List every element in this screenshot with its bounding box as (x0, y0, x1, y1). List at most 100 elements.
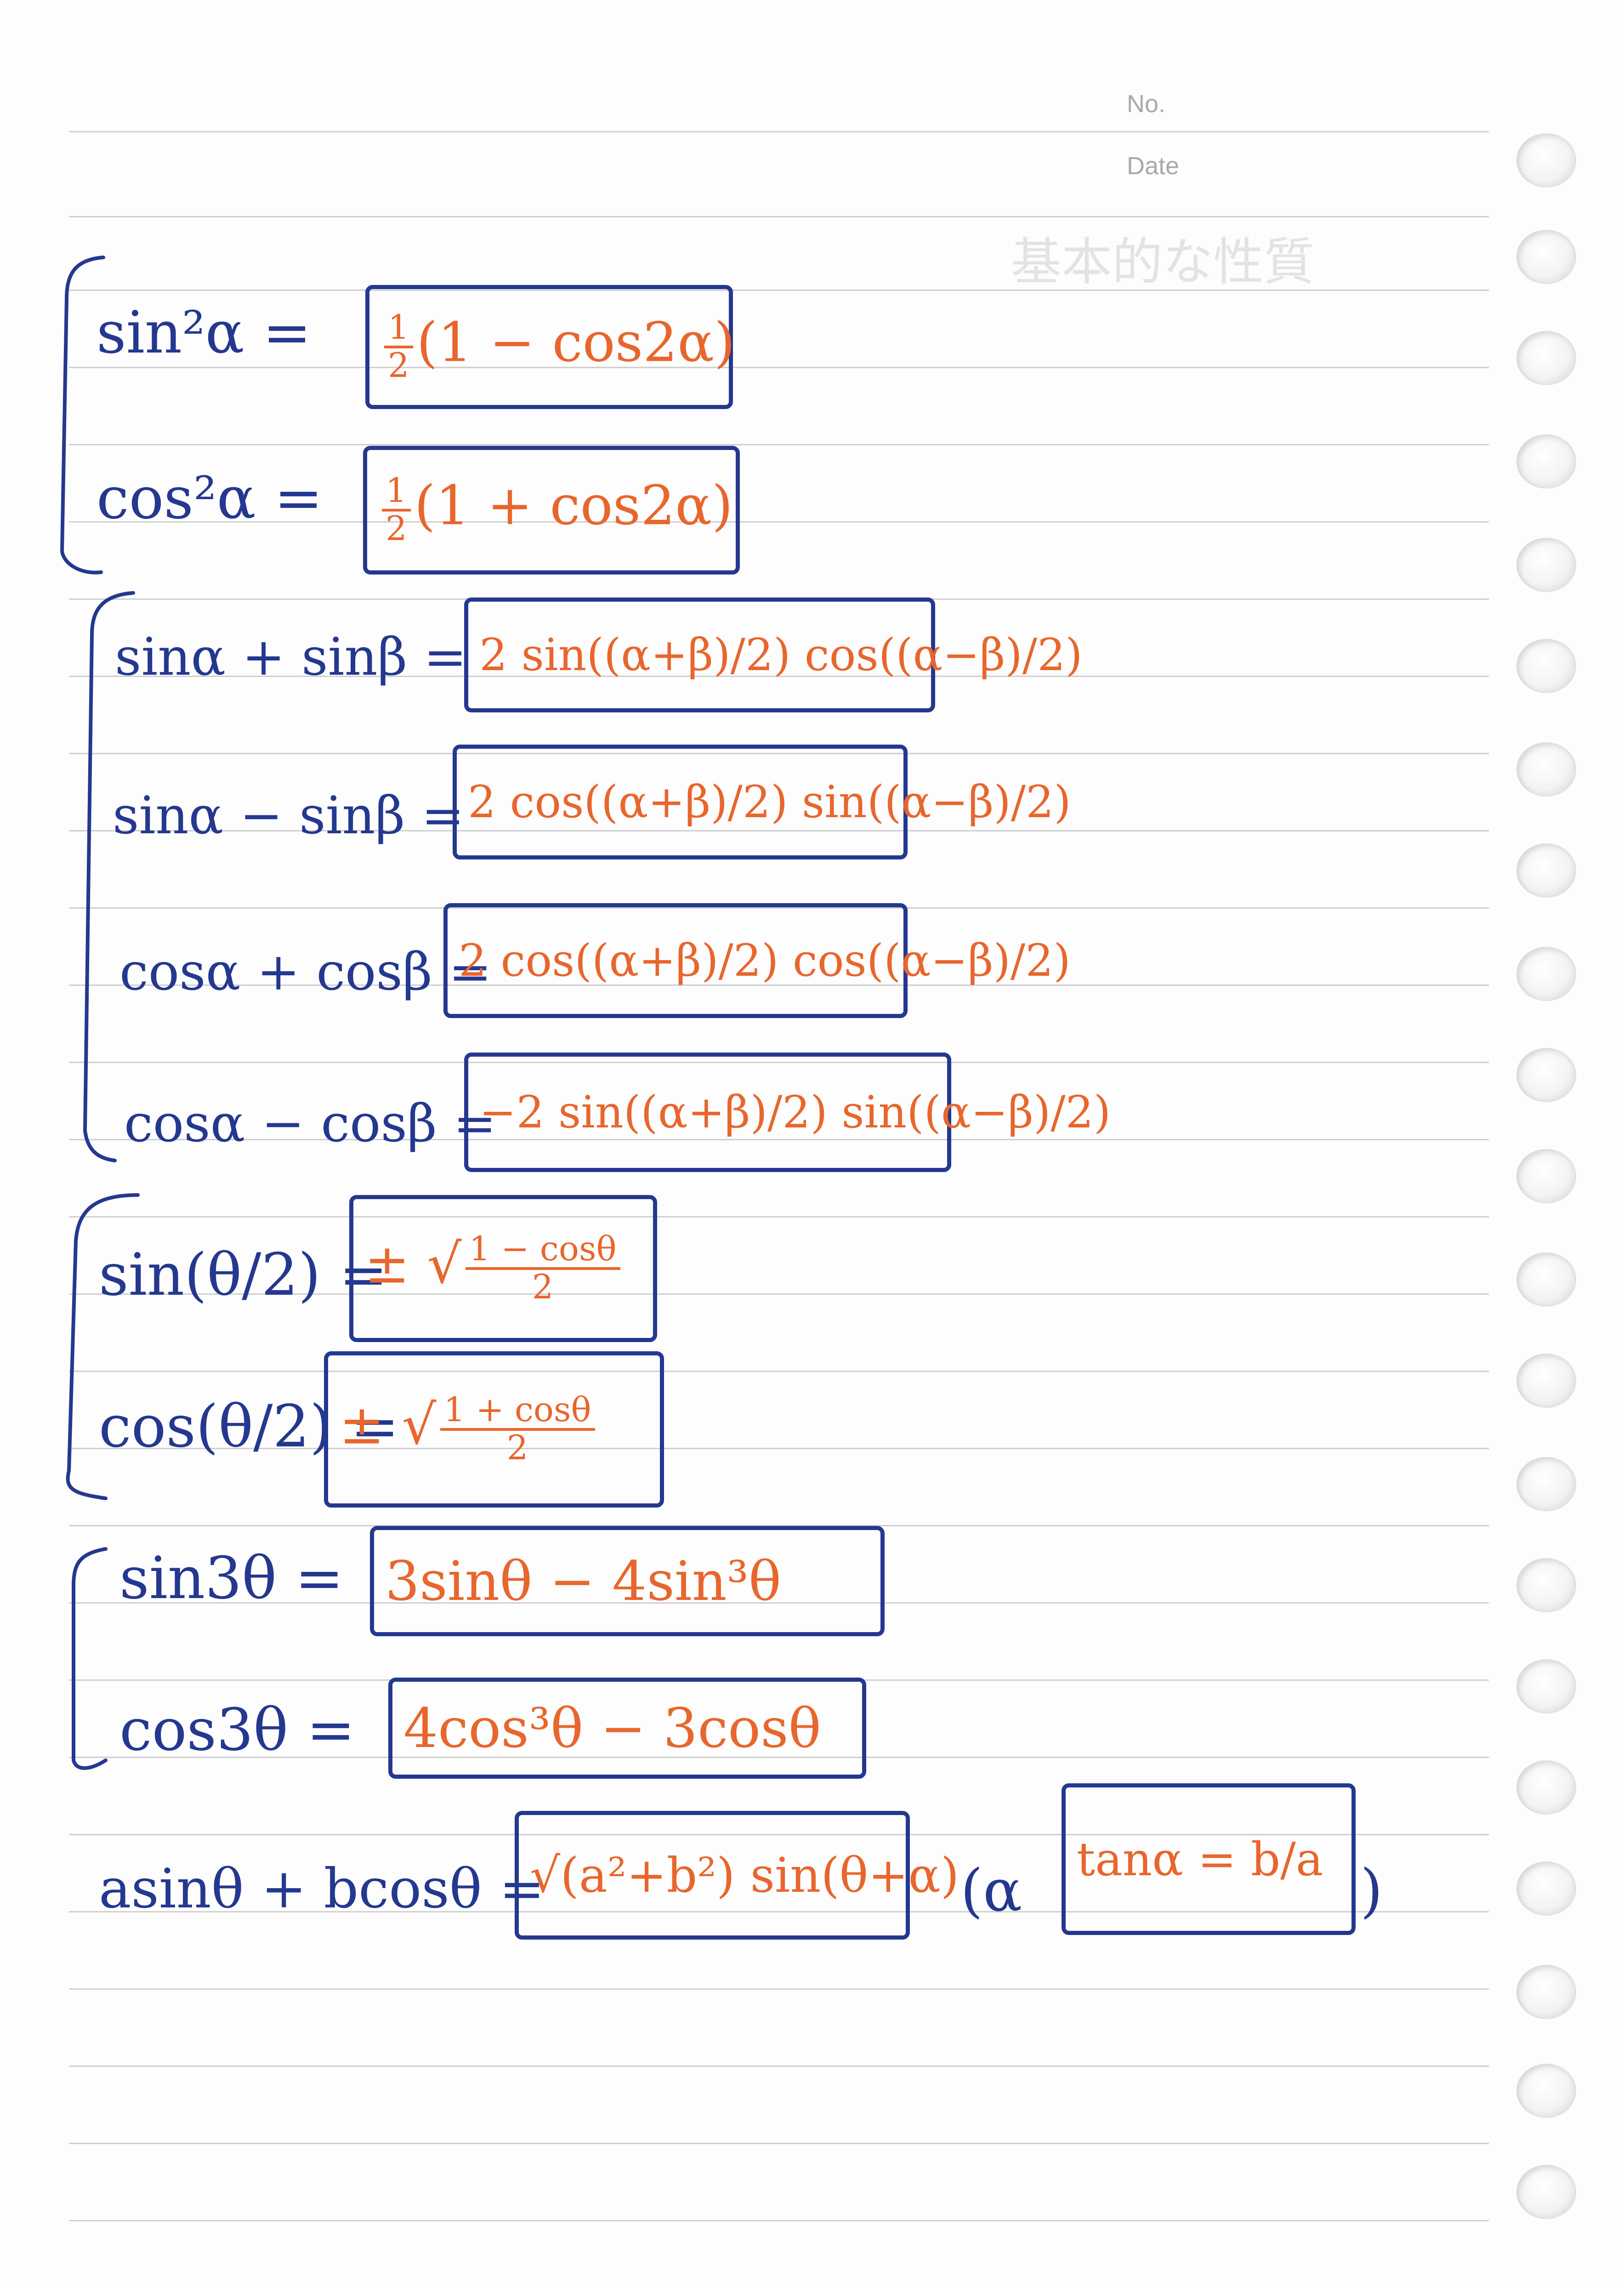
binder-hole (1516, 639, 1576, 693)
ruled-line (69, 1911, 1489, 1912)
formula-lhs-sin-diff: sinα − sinβ = (113, 786, 465, 846)
formula-rhs-sin-sum: 2 sin((α+β)/2) cos((α−β)/2) (479, 629, 1083, 681)
ruled-line (69, 1371, 1489, 1372)
formula-rhs-cos-diff: −2 sin((α+β)/2) sin((α−β)/2) (479, 1087, 1111, 1138)
ruled-line (69, 521, 1489, 523)
ruled-line (69, 444, 1489, 445)
formula-rhs-sin-squared: (1 − cos2α) (416, 310, 736, 374)
formula-box-synthesis: √(a²+b²) sin(θ+α) (515, 1811, 959, 1940)
bracket-group-2 (83, 591, 135, 1162)
ruled-line (69, 1988, 1489, 1990)
bracket-group-3 (66, 1193, 140, 1500)
ruled-line (69, 1293, 1489, 1295)
ruled-line (69, 290, 1489, 291)
ruled-line (69, 1757, 1489, 1758)
coef-den: 2 (386, 509, 407, 548)
ruled-line (69, 985, 1489, 986)
binder-hole (1516, 843, 1576, 898)
binder-hole (1516, 1558, 1576, 1612)
binder-hole (1516, 331, 1576, 385)
binder-hole (1516, 434, 1576, 489)
binder-hole (1516, 947, 1576, 1001)
ruled-line (69, 1525, 1489, 1526)
formula-lhs-cos-sum: cosα + cosβ = (119, 942, 492, 1002)
formula-rhs-synthesis: √(a²+b²) sin(θ+α) (530, 1847, 960, 1903)
formula-box-sin-diff: 2 cos((α+β)/2) sin((α−β)/2) (453, 745, 1071, 859)
formula-box-cos-diff: −2 sin((α+β)/2) sin((α−β)/2) (464, 1053, 1111, 1172)
formula-lhs-synthesis: asinθ + bcosθ = (99, 1857, 545, 1920)
formula-lhs-sin-sum: sinα + sinβ = (115, 627, 467, 687)
ruled-line (69, 1216, 1489, 1218)
bracket-group-4 (72, 1547, 108, 1770)
formula-lhs-sin-triple: sin3θ = (119, 1544, 344, 1612)
coef-num: 1 (382, 473, 411, 512)
coef-den: 2 (388, 346, 409, 385)
formula-lhs-cos-diff: cosα − cosβ = (124, 1094, 497, 1154)
ruled-line (69, 1602, 1489, 1604)
ruled-line (69, 216, 1489, 217)
formula-lhs-sin-half: sin(θ/2) = (99, 1241, 388, 1309)
formula-rhs-cos-triple: 4cos³θ − 3cosθ (403, 1696, 821, 1760)
formula-lhs-sin-squared: sin²α = (97, 299, 312, 366)
formula-box-cos-sum: 2 cos((α+β)/2) cos((α−β)/2) (443, 903, 1071, 1018)
formula-box-tan-condition: tanα = b/a (1062, 1783, 1356, 1935)
coef-num: 1 (384, 310, 413, 348)
binder-hole (1516, 1965, 1576, 2019)
binder-hole (1516, 2064, 1576, 2118)
radicand-den: 2 (532, 1268, 554, 1307)
radicand-num: 1 − cosθ (465, 1231, 620, 1270)
binder-hole (1516, 742, 1576, 797)
binder-hole (1516, 133, 1576, 188)
formula-lhs-cos-squared: cos²α = (97, 464, 323, 532)
binder-hole (1516, 1861, 1576, 1916)
ruled-line (69, 1139, 1489, 1140)
formula-rhs-cos-squared: (1 + cos2α) (414, 473, 733, 537)
date-label: Date (1127, 152, 1180, 180)
radicand-den: 2 (506, 1428, 528, 1468)
plus-minus-sign: ± (339, 1393, 385, 1457)
condition-close-paren: ) (1360, 1857, 1383, 1924)
formula-box-cos-triple: 4cos³θ − 3cosθ (388, 1678, 866, 1779)
formula-rhs-cos-sum: 2 cos((α+β)/2) cos((α−β)/2) (459, 935, 1071, 986)
binder-hole (1516, 1149, 1576, 1203)
ruled-line (69, 676, 1489, 677)
ruled-line (69, 2220, 1489, 2221)
formula-box-sin-triple: 3sinθ − 4sin³θ (370, 1526, 885, 1636)
ruled-line (69, 367, 1489, 368)
binder-hole (1516, 230, 1576, 284)
formula-box-sin-sum: 2 sin((α+β)/2) cos((α−β)/2) (464, 598, 1083, 712)
formula-rhs-sin-triple: 3sinθ − 4sin³θ (385, 1549, 782, 1613)
ruled-line (69, 1834, 1489, 1835)
formula-lhs-cos-triple: cos3θ = (119, 1696, 355, 1764)
binder-hole (1516, 1760, 1576, 1815)
ruled-line (69, 2066, 1489, 2067)
binder-hole (1516, 1457, 1576, 1511)
formula-rhs-tan-condition: tanα = b/a (1077, 1832, 1323, 1886)
binder-hole (1516, 1354, 1576, 1408)
number-label: No. (1127, 90, 1166, 118)
binder-hole (1516, 1252, 1576, 1307)
ruled-line (69, 1448, 1489, 1449)
binder-hole (1516, 2165, 1576, 2219)
binder-hole (1516, 1659, 1576, 1713)
bleed-through-mark: 基本的な性質 (1011, 233, 1314, 291)
ruled-line (69, 753, 1489, 754)
condition-open-paren: (α (960, 1857, 1022, 1924)
ruled-line (69, 1062, 1489, 1063)
ruled-line (69, 907, 1489, 909)
binder-hole (1516, 1048, 1576, 1102)
binder-hole (1516, 538, 1576, 592)
plus-minus-sign: ± (364, 1232, 410, 1296)
formula-rhs-sin-diff: 2 cos((α+β)/2) sin((α−β)/2) (468, 776, 1071, 828)
ruled-line (69, 830, 1489, 831)
ruled-line (69, 131, 1489, 132)
formula-lhs-cos-half: cos(θ/2) = (99, 1393, 399, 1460)
bracket-group-1 (60, 256, 105, 575)
radicand-num: 1 + cosθ (440, 1392, 595, 1431)
